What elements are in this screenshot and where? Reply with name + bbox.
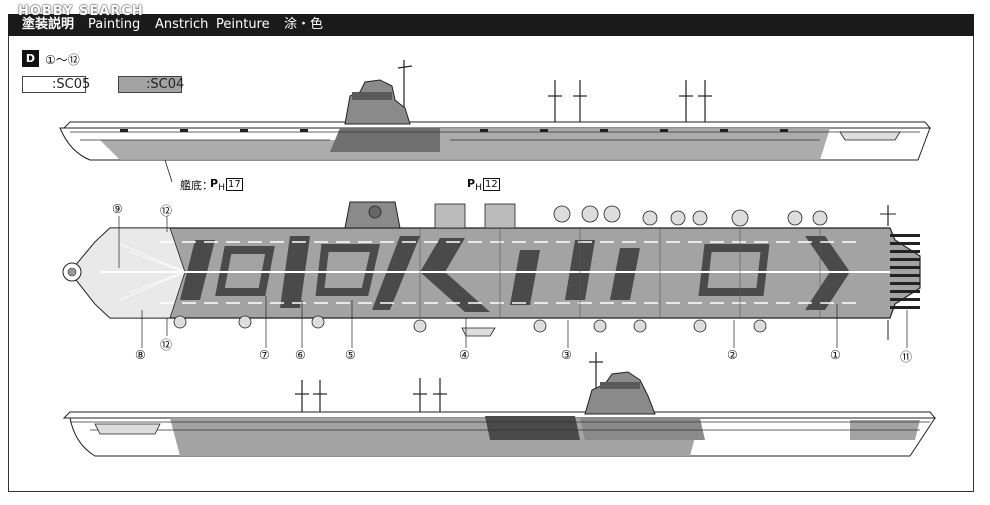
plan-view: [62, 201, 921, 348]
swatch-sc05-label: :SC05: [52, 77, 91, 92]
part-ref-h12-prefix: P: [467, 177, 476, 190]
callout-8: ⑧: [135, 348, 146, 362]
header-title-de: Anstrich: [155, 17, 209, 32]
instruction-header: 塗装説明 Painting Anstrich Peinture 涂・色: [8, 14, 974, 36]
hull-bottom-label: 艦底：: [180, 179, 213, 192]
swatch-sc05: [22, 76, 86, 93]
step-range: ①～⑫: [45, 53, 80, 67]
callout-12-bottom: ⑫: [160, 338, 173, 352]
callout-12-top: ⑫: [160, 204, 173, 218]
watermark-logo: HOBBY SEARCH: [18, 4, 144, 19]
part-ref-h17-sub: H: [218, 182, 225, 194]
side-view-top: [59, 60, 932, 183]
callout-2: ②: [727, 348, 738, 362]
part-ref-h17-prefix: P: [210, 177, 219, 190]
callout-9: ⑨: [112, 202, 123, 216]
hull-bottom-note: 艦底：: [180, 177, 213, 193]
callout-4: ④: [459, 348, 470, 362]
side-view-bottom: [62, 352, 937, 457]
header-title-fr: Peinture: [216, 17, 270, 32]
part-ref-h12-num: 12: [482, 178, 500, 191]
diagram-id-box: D: [22, 50, 39, 67]
callout-6: ⑥: [295, 348, 306, 362]
swatch-sc04: [118, 76, 182, 93]
header-title-en: Painting: [88, 17, 141, 32]
part-ref-h17-num: 17: [225, 178, 243, 191]
callout-3: ③: [561, 348, 572, 362]
callout-11: ⑪: [900, 350, 913, 364]
swatch-sc04-label: :SC04: [146, 77, 185, 92]
callout-5: ⑤: [345, 348, 356, 362]
callout-7: ⑦: [259, 348, 270, 362]
part-ref-h12-sub: H: [475, 182, 482, 194]
callout-1: ①: [830, 348, 841, 362]
header-title-jp: 塗装説明: [22, 17, 75, 32]
header-title-cn: 涂・色: [284, 17, 324, 32]
